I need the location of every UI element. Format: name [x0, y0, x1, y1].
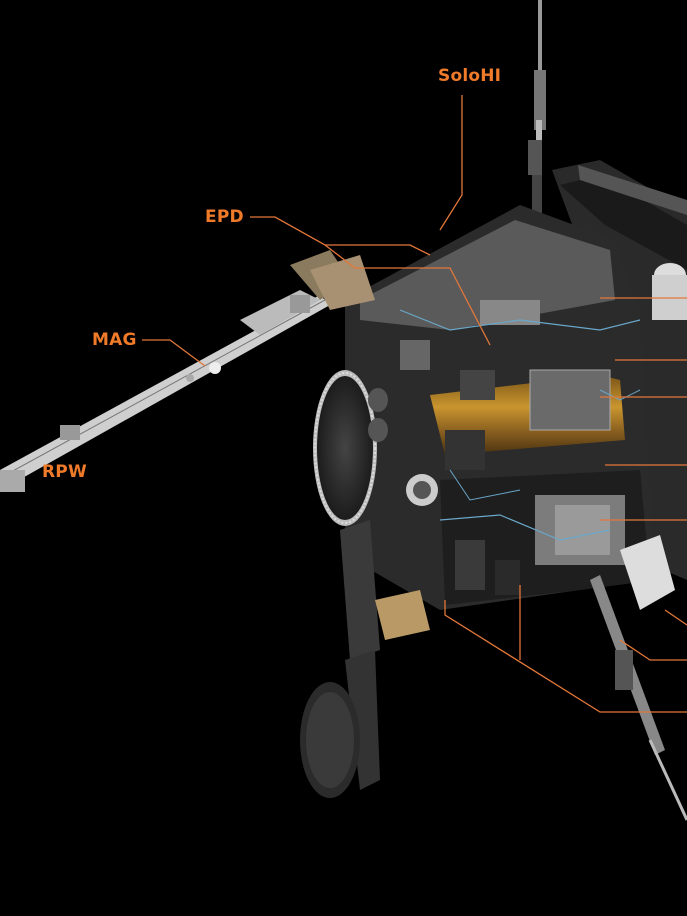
lower-antenna-arm	[300, 520, 430, 798]
leader-epd-b	[324, 244, 491, 346]
label-epd: EPD	[205, 207, 244, 227]
label-mag: MAG	[92, 330, 137, 350]
leader-right-6	[664, 609, 687, 626]
label-rpw: RPW	[42, 462, 87, 482]
spacecraft-body	[345, 205, 687, 610]
high-gain-antenna	[313, 370, 438, 526]
leader-mag	[142, 339, 206, 367]
lower-right-boom	[590, 575, 687, 821]
leader-right-7	[619, 639, 687, 661]
instrument-boom	[0, 250, 375, 492]
leader-right-8	[444, 600, 687, 713]
leader-lines	[142, 95, 687, 713]
leader-soloHI	[439, 95, 463, 231]
label-soloHI: SoloHI	[438, 66, 502, 86]
